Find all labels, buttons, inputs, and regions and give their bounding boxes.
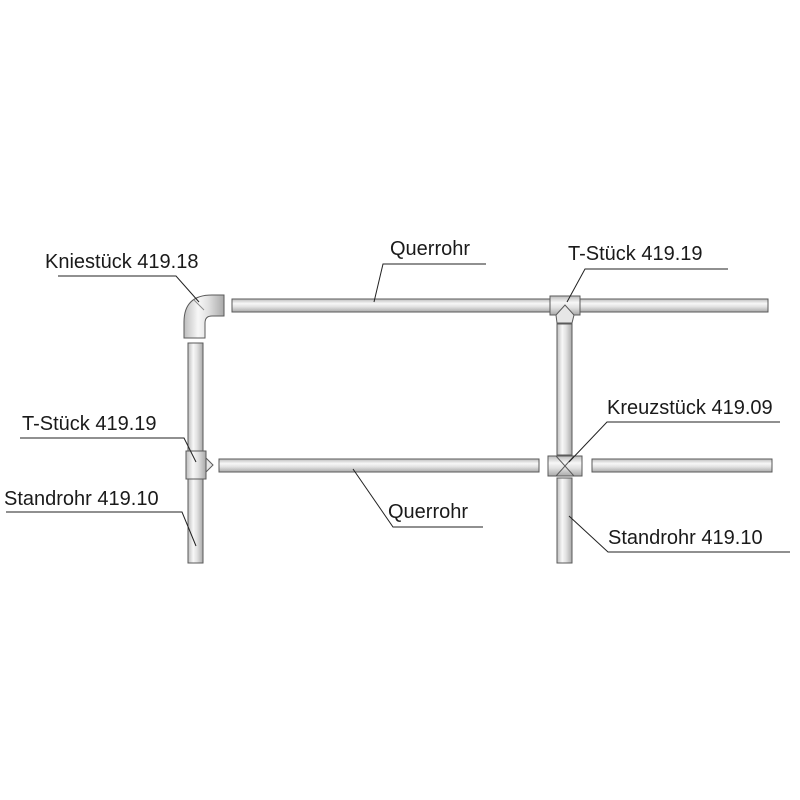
cross-fitting-label: Kreuzstück 419.09	[607, 397, 773, 419]
top-tee-fitting	[549, 295, 581, 324]
left-upper-vertical-pipe	[187, 342, 204, 456]
leader-lines	[6, 263, 790, 553]
left-tee-fitting	[185, 450, 214, 480]
cross-fitting	[547, 455, 583, 477]
knee-fitting-label: Kniestück 419.18	[45, 251, 198, 273]
right-upper-vertical-pipe	[556, 323, 573, 456]
left-tee-label: T-Stück 419.19	[22, 413, 157, 435]
top-crossbar-pipe	[231, 298, 769, 313]
bottom-right-crossbar-pipe	[591, 458, 773, 473]
bottom-left-crossbar-pipe	[218, 458, 540, 473]
top-crossbar-label: Querrohr	[390, 238, 470, 260]
left-standpipe	[187, 477, 204, 564]
left-standpipe-label: Standrohr 419.10	[4, 488, 159, 510]
right-standpipe	[556, 477, 573, 564]
right-standpipe-label: Standrohr 419.10	[608, 527, 763, 549]
top-tee-label: T-Stück 419.19	[568, 243, 703, 265]
bottom-crossbar-label: Querrohr	[388, 501, 468, 523]
knee-fitting	[183, 294, 225, 339]
